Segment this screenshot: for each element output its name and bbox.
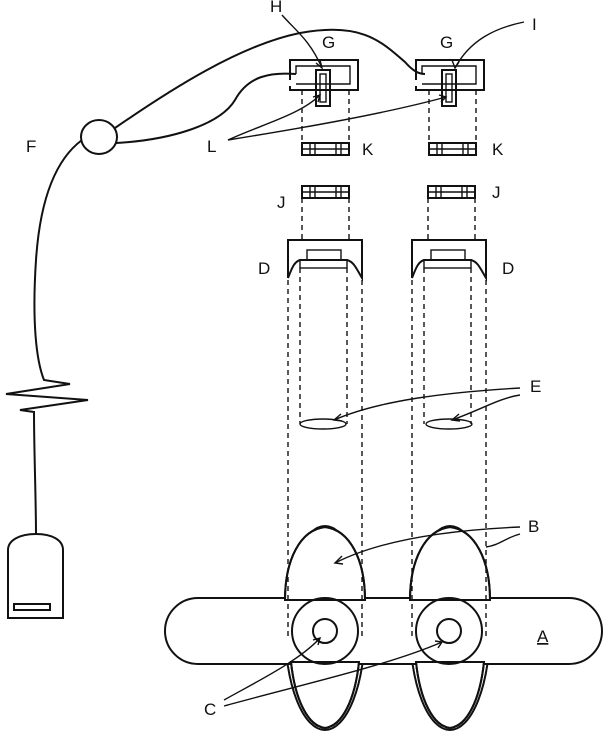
ring-j-right — [428, 186, 475, 198]
lobe-left-bottom — [291, 662, 359, 728]
label-e: E — [530, 377, 541, 396]
holder-right — [416, 60, 484, 106]
label-k-left: K — [362, 140, 374, 159]
junction-node — [81, 120, 117, 154]
cap-right — [412, 240, 486, 278]
label-h: H — [270, 0, 282, 16]
ring-k-left — [302, 143, 349, 155]
label-d-left: D — [258, 259, 270, 278]
lobe-right-top — [410, 527, 490, 600]
lobe-left-top — [285, 527, 365, 600]
label-d-right: D — [502, 259, 514, 278]
ring-k-right — [429, 143, 476, 155]
holder-left — [290, 60, 358, 106]
disc-right — [426, 419, 472, 429]
label-g-left: G — [322, 33, 335, 52]
label-j-left: J — [277, 193, 286, 212]
label-b: B — [528, 517, 539, 536]
label-i: I — [532, 15, 537, 34]
label-f: F — [26, 137, 36, 156]
label-l: L — [207, 137, 216, 156]
cap-left — [288, 240, 362, 278]
label-j-right: J — [492, 183, 501, 202]
label-g-right: G — [440, 33, 453, 52]
label-c: C — [204, 700, 216, 719]
label-k-right: K — [492, 140, 504, 159]
ring-j-left — [302, 186, 349, 198]
plug — [8, 534, 63, 618]
label-a: A — [537, 627, 549, 646]
lobe-right-bottom — [416, 662, 484, 728]
